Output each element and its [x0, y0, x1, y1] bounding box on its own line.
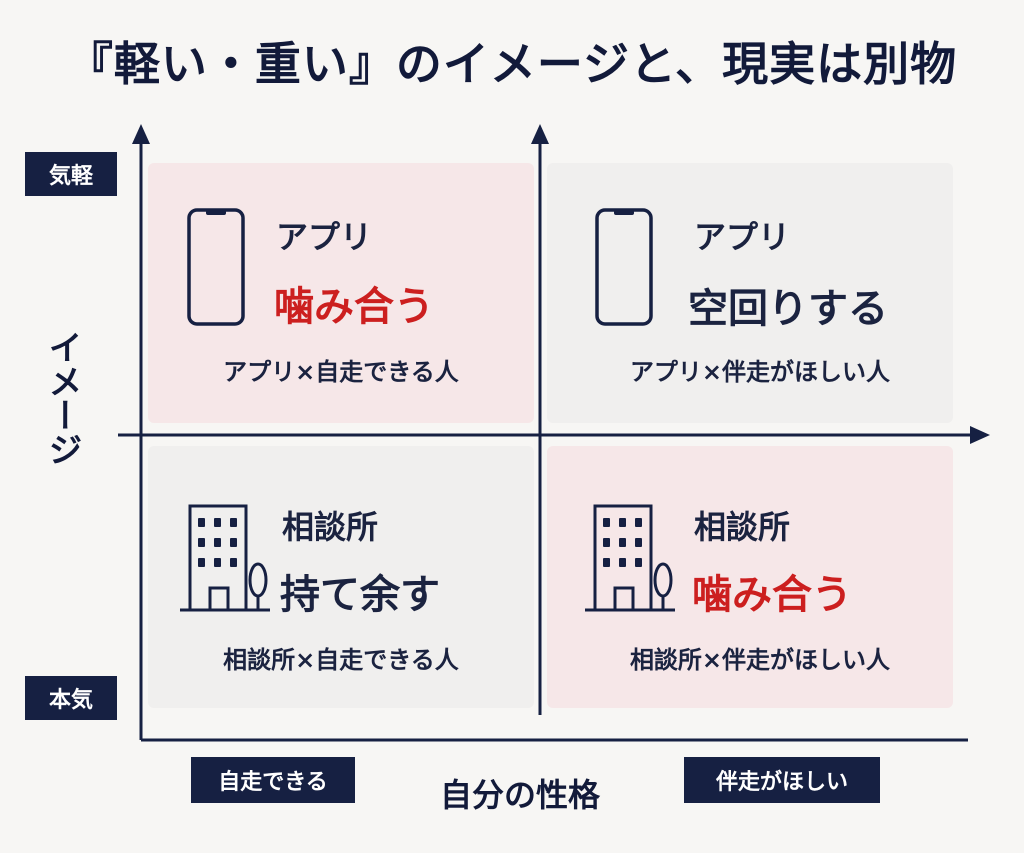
center-vertical-arrow	[531, 124, 549, 144]
quadrant-bottom-right-desc: 相談所×伴走がほしい人	[629, 646, 891, 674]
quadrant-bottom-left	[148, 446, 534, 708]
smartphone-icon	[595, 208, 653, 326]
quadrant-top-right-verdict: 空回りする	[688, 286, 888, 332]
quadrant-bottom-left-desc: 相談所×自走できる人	[223, 646, 459, 674]
y-axis-arrow	[132, 124, 150, 144]
x-axis-title: 自分の性格	[439, 776, 600, 814]
x-axis-left-label: 自走できる	[191, 757, 355, 803]
page-title: 『軽い・重い』のイメージと、現実は別物	[66, 37, 958, 91]
quadrant-top-left-verdict: 噛み合う	[274, 284, 434, 330]
quadrant-bottom-right-verdict: 噛み合う	[692, 572, 852, 618]
quadrant-top-left	[148, 163, 534, 423]
x-axis-right-label: 伴走がほしい	[684, 757, 880, 803]
quadrant-bottom-left-kind: 相談所	[282, 508, 379, 546]
y-axis-bottom-label: 本気	[25, 676, 117, 720]
quadrant-top-left-desc: アプリ×自走できる人	[223, 358, 459, 386]
quadrant-top-right-desc: アプリ×伴走がほしい人	[629, 358, 891, 386]
center-horizontal-arrow	[970, 426, 990, 444]
quadrant-top-right-kind: アプリ	[694, 218, 791, 256]
quadrant-bottom-right-kind: 相談所	[694, 508, 791, 546]
smartphone-icon	[187, 208, 245, 326]
quadrant-bottom-right	[547, 446, 953, 708]
y-axis-title: イメージ	[42, 330, 82, 466]
building-icon	[180, 504, 270, 612]
quadrant-top-right	[547, 163, 953, 423]
building-icon	[585, 504, 675, 612]
y-axis-top-label: 気軽	[25, 152, 117, 196]
quadrant-top-left-kind: アプリ	[276, 218, 373, 256]
quadrant-bottom-left-verdict: 持て余す	[280, 572, 440, 618]
